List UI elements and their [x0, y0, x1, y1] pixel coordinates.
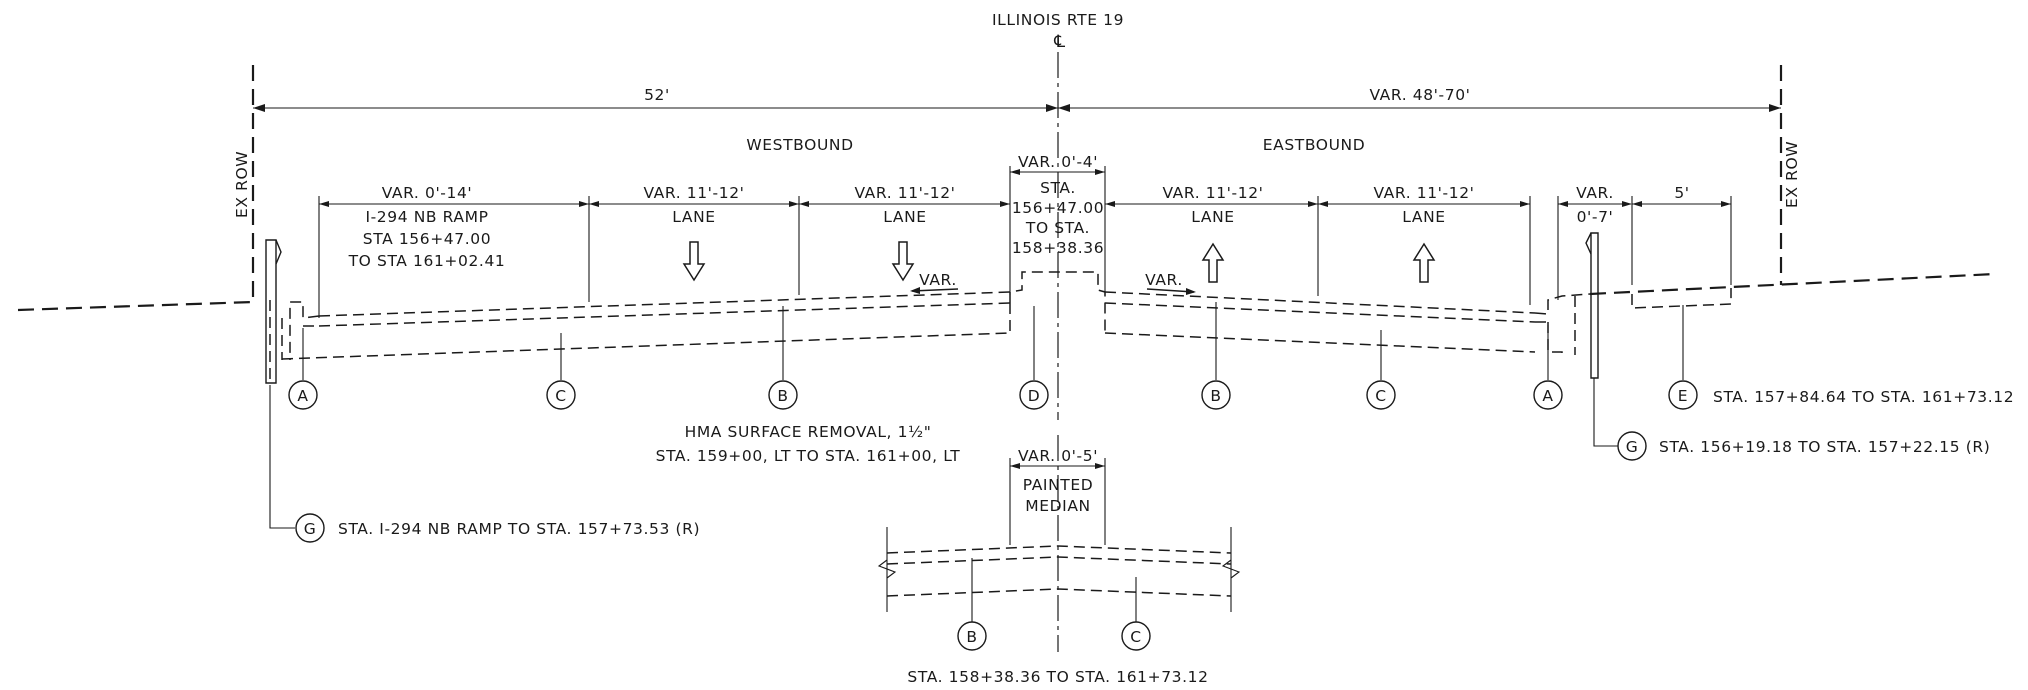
bubble-c-west: C — [546, 380, 576, 410]
lane-3-label: LANE — [1191, 208, 1234, 226]
westbound-label: WESTBOUND — [746, 136, 853, 154]
dim-right-overall: VAR. 48'-70' — [1369, 86, 1470, 104]
bubble-b-east: B — [1201, 380, 1231, 410]
ramp-line1: I-294 NB RAMP — [365, 208, 488, 226]
dim-left-overall: 52' — [644, 86, 670, 104]
svg-text:A: A — [1542, 387, 1553, 405]
svg-text:C: C — [1375, 387, 1386, 405]
note-e: STA. 157+84.64 TO STA. 161+73.12 — [1713, 388, 2014, 406]
ramp-dim: VAR. 0'-14' — [382, 184, 473, 202]
curb-post-right — [1590, 232, 1599, 379]
svg-text:G: G — [1626, 438, 1639, 456]
lane-1-dim: VAR. 11'-12' — [643, 184, 744, 202]
svg-text:C: C — [555, 387, 566, 405]
svg-text:B: B — [966, 628, 977, 646]
row-label-left: EX ROW — [233, 151, 251, 218]
curb-post-left — [265, 239, 277, 384]
right-shoulder-line1: VAR. — [1576, 184, 1614, 202]
detail-station: STA. 158+38.36 TO STA. 161+73.12 — [907, 668, 1208, 686]
svg-text:E: E — [1678, 387, 1688, 405]
bubble-g-right: G — [1617, 431, 1647, 461]
bubble-a-left: A — [288, 380, 318, 410]
ramp-line3: TO STA 161+02.41 — [348, 252, 506, 270]
right-shoulder-line2: 0'-7' — [1577, 208, 1614, 226]
svg-text:A: A — [297, 387, 308, 405]
svg-text:C: C — [1130, 628, 1141, 646]
bubble-a-right: A — [1533, 380, 1563, 410]
arrow-overall-2 — [1046, 104, 1058, 112]
lane-3-dim: VAR. 11'-12' — [1162, 184, 1263, 202]
hma-note-line2: STA. 159+00, LT TO STA. 161+00, LT — [656, 447, 961, 465]
svg-text:G: G — [304, 520, 317, 538]
median-line3: TO STA. — [1025, 219, 1090, 237]
bubble-e-sidewalk: E — [1668, 380, 1698, 410]
ground-line-left — [17, 300, 254, 312]
arrow-up-lane-3 — [1201, 242, 1225, 283]
bubble-b-west: B — [768, 380, 798, 410]
arrow-overall-3 — [1058, 104, 1070, 112]
var-arrowhead-west — [910, 287, 920, 294]
var-label-west: VAR. — [919, 271, 957, 289]
pavement-section — [269, 271, 1732, 385]
curb-flag-left — [275, 239, 282, 265]
detail-dim: VAR. 0'-5' — [1018, 447, 1098, 465]
row-label-right: EX ROW — [1783, 141, 1801, 208]
detail-line2: MEDIAN — [1025, 497, 1090, 515]
var-label-east: VAR. — [1145, 271, 1183, 289]
bubble-leaders — [269, 302, 1684, 529]
lane-1-label: LANE — [672, 208, 715, 226]
bubble-c-detail: C — [1121, 621, 1151, 651]
median-line4: 158+38.36 — [1012, 239, 1104, 257]
note-g-right: STA. 156+19.18 TO STA. 157+22.15 (R) — [1659, 438, 1990, 456]
median-dim: VAR. 0'-4' — [1018, 153, 1098, 171]
curb-flag-right — [1585, 232, 1592, 255]
arrow-up-lane-4 — [1412, 242, 1436, 283]
arrow-down-lane-1 — [682, 241, 706, 282]
bubble-g-left: G — [295, 513, 325, 543]
bubble-b-detail: B — [957, 621, 987, 651]
centerline-symbol: ℄ — [1053, 32, 1066, 52]
arrow-overall-4 — [1769, 104, 1781, 112]
painted-median-detail — [877, 458, 1241, 622]
ramp-line2: STA 156+47.00 — [363, 230, 491, 248]
svg-text:D: D — [1028, 387, 1041, 405]
lane-4-dim: VAR. 11'-12' — [1373, 184, 1474, 202]
bubble-d-median: D — [1019, 380, 1049, 410]
var-arrowhead-east — [1186, 288, 1196, 295]
note-g-left: STA. I-294 NB RAMP TO STA. 157+73.53 (R) — [338, 520, 700, 538]
eastbound-label: EASTBOUND — [1263, 136, 1366, 154]
lane-2-label: LANE — [883, 208, 926, 226]
hma-note-line1: HMA SURFACE REMOVAL, 1½" — [685, 423, 932, 441]
ground-line-right — [1589, 272, 1996, 296]
median-line1: STA. — [1040, 179, 1076, 197]
lane-4-label: LANE — [1402, 208, 1445, 226]
svg-text:B: B — [1210, 387, 1221, 405]
right-sidewalk-dim: 5' — [1674, 184, 1689, 202]
arrow-down-lane-2 — [891, 241, 915, 282]
lane-dimension-strings — [318, 166, 1732, 318]
median-line2: 156+47.00 — [1012, 199, 1104, 217]
arrow-overall-1 — [253, 104, 265, 112]
detail-line1: PAINTED — [1023, 476, 1094, 494]
lane-2-dim: VAR. 11'-12' — [854, 184, 955, 202]
svg-text:B: B — [777, 387, 788, 405]
bubble-c-east: C — [1366, 380, 1396, 410]
route-title: ILLINOIS RTE 19 — [992, 11, 1124, 29]
